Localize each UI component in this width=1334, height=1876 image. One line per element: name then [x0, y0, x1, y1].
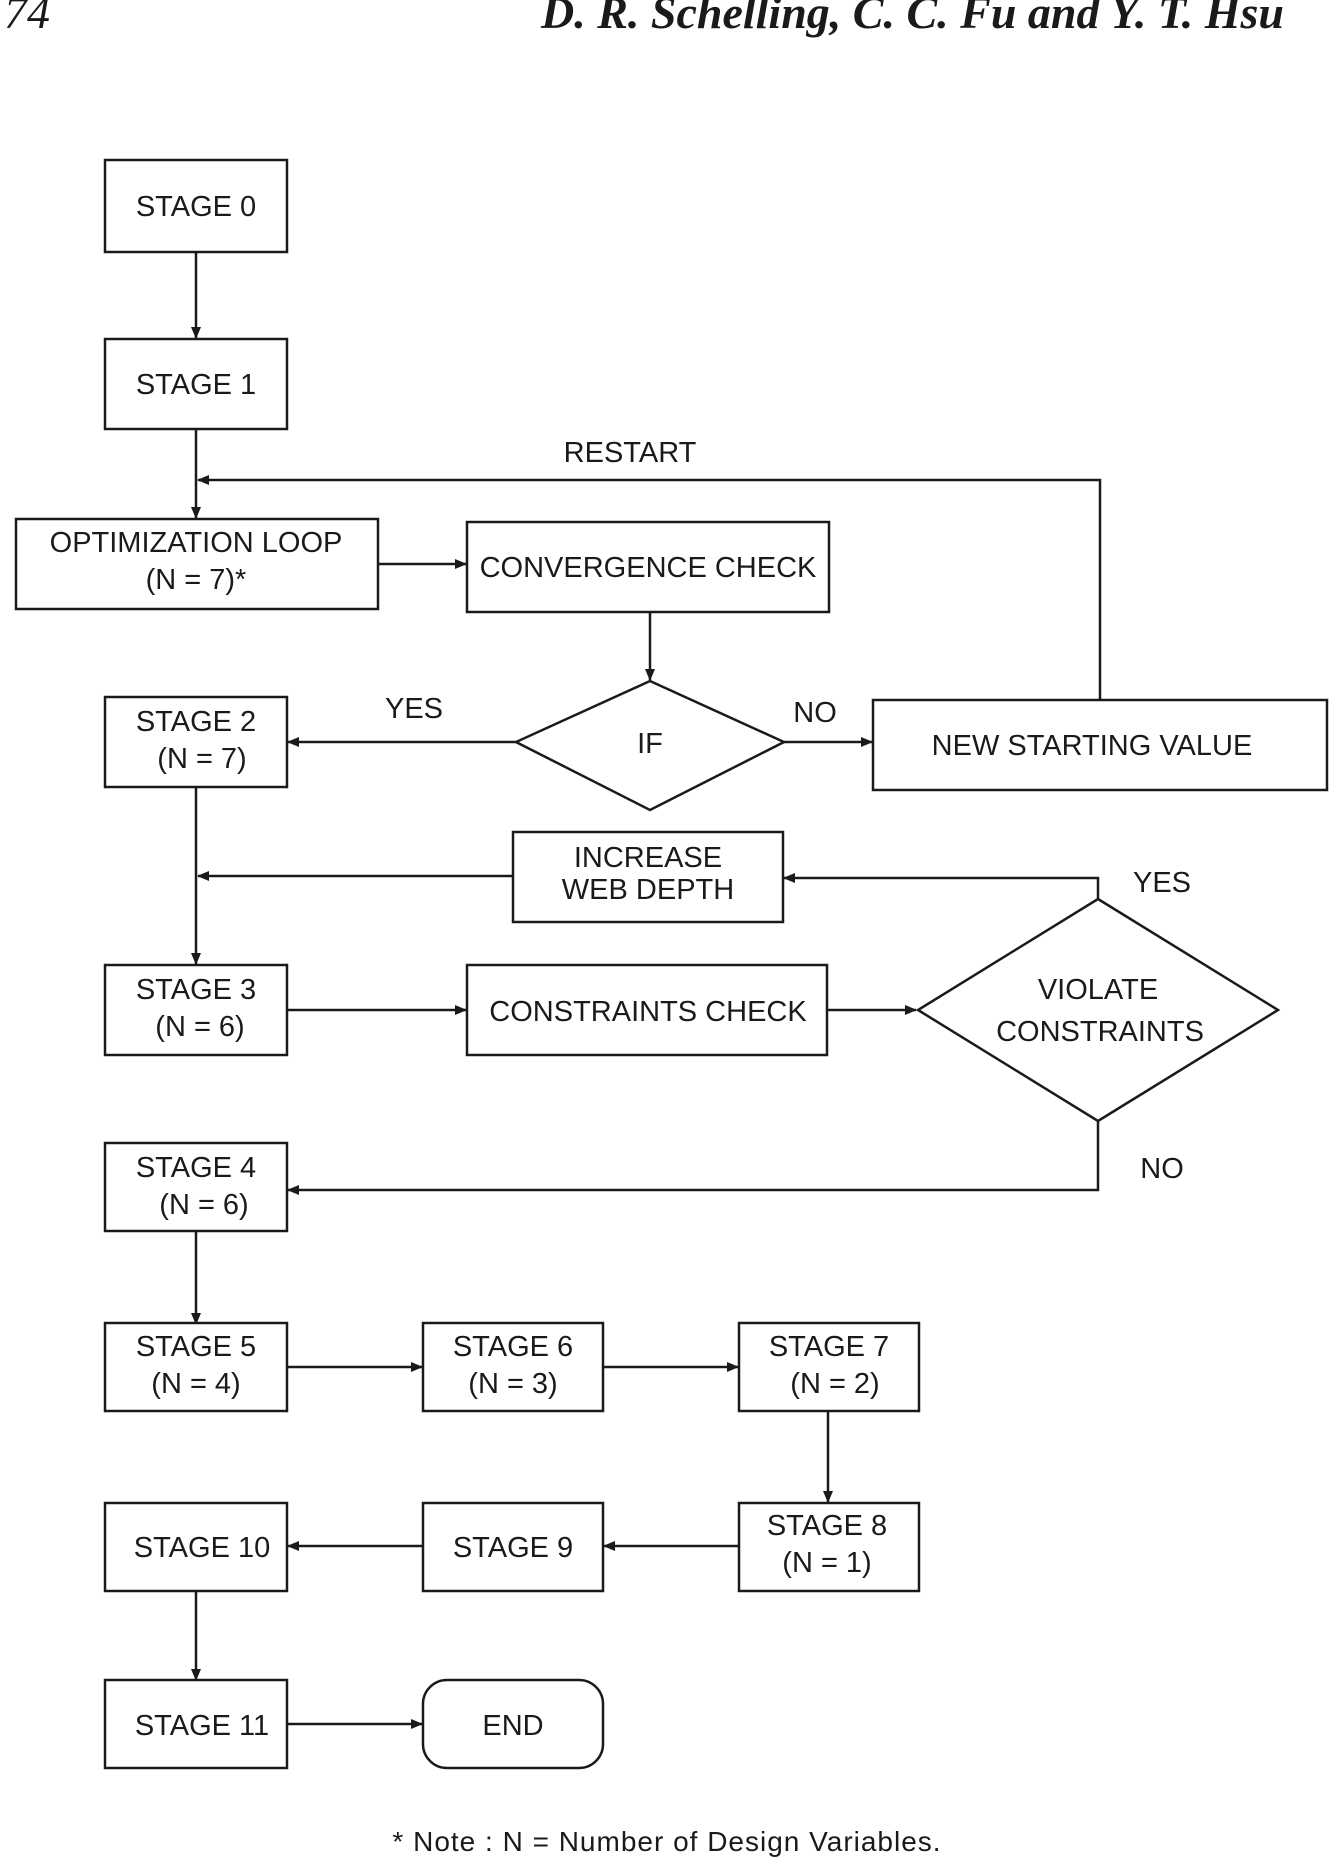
- node-stage4-n: (N = 6): [159, 1189, 248, 1221]
- node-stage10-label: STAGE 10: [134, 1532, 270, 1564]
- node-optimization-loop-label: OPTIMIZATION LOOP: [50, 527, 343, 559]
- node-stage2-label: STAGE 2: [136, 706, 256, 738]
- node-stage5-label: STAGE 5: [136, 1331, 256, 1363]
- edge-violate-yes-increase: [783, 873, 1100, 898]
- violate-yes-label: YES: [1133, 867, 1191, 899]
- node-stage11-label: STAGE 11: [135, 1710, 269, 1742]
- node-stage6: STAGE 6 (N = 3): [421, 1321, 605, 1413]
- node-stage7-label: STAGE 7: [769, 1331, 889, 1363]
- node-stage1: STAGE 1: [103, 337, 289, 431]
- node-stage8: STAGE 8 (N = 1): [737, 1501, 921, 1593]
- footnote: * Note : N = Number of Design Variables.: [392, 1826, 942, 1857]
- node-stage2: STAGE 2 (N = 7): [103, 695, 289, 789]
- node-end: END: [421, 1678, 605, 1770]
- node-stage3-n: (N = 6): [155, 1011, 244, 1043]
- node-constraints-check-label: CONSTRAINTS CHECK: [489, 996, 807, 1028]
- node-stage0-label: STAGE 0: [136, 191, 256, 223]
- node-stage11: STAGE 11: [103, 1678, 289, 1770]
- restart-label: RESTART: [564, 437, 697, 469]
- node-stage1-label: STAGE 1: [136, 369, 256, 401]
- node-increase-web-depth: INCREASE WEB DEPTH: [511, 830, 785, 924]
- node-stage3-label: STAGE 3: [136, 974, 256, 1006]
- edge-restart: [197, 475, 1102, 700]
- node-stage10: STAGE 10: [103, 1501, 289, 1593]
- node-convergence-check: CONVERGENCE CHECK: [465, 520, 831, 614]
- node-violate-constraints-decision: VIOLATE CONSTRAINTS: [915, 897, 1281, 1123]
- node-new-starting-value: NEW STARTING VALUE: [871, 698, 1329, 792]
- node-convergence-check-label: CONVERGENCE CHECK: [480, 552, 817, 584]
- node-stage0: STAGE 0: [103, 158, 289, 254]
- if-no-label: NO: [793, 697, 837, 729]
- node-new-starting-value-label: NEW STARTING VALUE: [932, 730, 1253, 762]
- node-increase-web-depth-label-1: INCREASE: [574, 842, 722, 874]
- node-violate-label-1: VIOLATE: [1038, 974, 1158, 1006]
- node-stage2-n: (N = 7): [157, 743, 246, 775]
- node-end-label: END: [482, 1710, 543, 1742]
- node-stage7-n: (N = 2): [790, 1368, 879, 1400]
- node-stage6-n: (N = 3): [468, 1368, 557, 1400]
- edge-violate-no-stage4: [287, 1122, 1100, 1195]
- node-constraints-check: CONSTRAINTS CHECK: [465, 963, 829, 1057]
- page-number: 74: [4, 0, 50, 38]
- node-increase-web-depth-label-2: WEB DEPTH: [562, 874, 734, 906]
- node-stage6-label: STAGE 6: [453, 1331, 573, 1363]
- node-stage7: STAGE 7 (N = 2): [737, 1321, 921, 1413]
- node-stage8-n: (N = 1): [782, 1547, 871, 1579]
- node-stage4-label: STAGE 4: [136, 1152, 256, 1184]
- edges: [191, 253, 1102, 1729]
- node-stage9: STAGE 9: [421, 1501, 605, 1593]
- node-stage8-label: STAGE 8: [767, 1510, 887, 1542]
- node-if-label: IF: [637, 728, 663, 760]
- if-yes-label: YES: [385, 693, 443, 725]
- node-violate-label-2: CONSTRAINTS: [996, 1016, 1204, 1048]
- node-stage3: STAGE 3 (N = 6): [103, 963, 289, 1057]
- node-optimization-loop-n: (N = 7)*: [146, 564, 247, 596]
- node-stage9-label: STAGE 9: [453, 1532, 573, 1564]
- node-stage5: STAGE 5 (N = 4): [103, 1321, 289, 1413]
- node-if-decision: IF: [513, 679, 787, 812]
- node-stage4: STAGE 4 (N = 6): [103, 1141, 289, 1233]
- node-stage5-n: (N = 4): [151, 1368, 240, 1400]
- violate-no-label: NO: [1140, 1153, 1184, 1185]
- running-header-authors: D. R. Schelling, C. C. Fu and Y. T. Hsu: [540, 0, 1284, 38]
- node-optimization-loop: OPTIMIZATION LOOP (N = 7)*: [14, 517, 380, 611]
